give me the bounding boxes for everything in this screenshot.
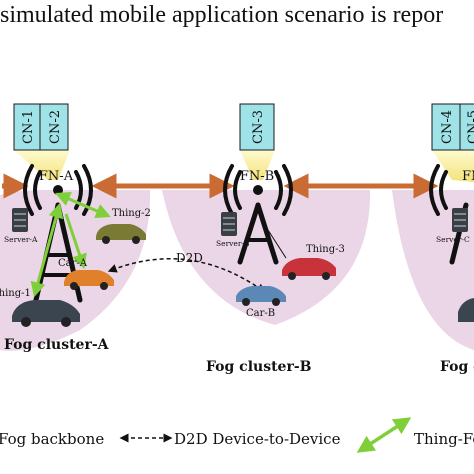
d2d-link: [107, 258, 266, 293]
thing-fog-link-car-a: [64, 213, 87, 270]
thing-1-label: Thing-1: [0, 288, 31, 299]
fog-node-b-label: FN-B: [240, 169, 274, 184]
legend-backbone-label: Fog backbone: [0, 430, 104, 448]
beam-cluster-a: [14, 150, 70, 180]
cloud-node-cn4: CN-4: [431, 103, 461, 151]
thing-fog-link-thing2: [55, 192, 111, 218]
fog-node-b-antenna: [253, 185, 263, 195]
caption-top-text: simulated mobile application scenario is…: [0, 2, 444, 28]
cloud-node-cn1: CN-1: [13, 103, 41, 151]
thing-2-car-icon: [96, 224, 146, 244]
cluster-b-caption: Fog cluster-B: [206, 359, 312, 375]
legend-d2d-label: D2D Device-to-Device: [174, 430, 341, 448]
car-b-label: Car-B: [246, 308, 275, 319]
server-b-label: Server-B: [216, 239, 250, 248]
thing-1-car-icon: [12, 300, 80, 327]
thing-fog-link-thing1: [30, 202, 64, 298]
legend-thing-fog-arrow: [356, 417, 412, 453]
car-b-icon: [236, 286, 286, 306]
cloud-node-cn4-label: CN-4: [440, 110, 455, 144]
cloud-node-cn1-label: CN-1: [21, 110, 36, 144]
cloud-node-cn2-label: CN-2: [48, 110, 63, 144]
fog-node-a-antenna: [53, 185, 63, 195]
beam-cluster-c: [432, 150, 474, 182]
cloud-node-cn5-label: CN-5: [466, 110, 474, 144]
car-a-label: Car-A: [58, 258, 88, 269]
server-b-icon: [221, 212, 237, 236]
server-c-icon: [452, 208, 468, 232]
fog-node-b-tower: [223, 164, 293, 265]
beam-cluster-b: [240, 150, 275, 180]
cloud-node-cn2: CN-2: [39, 103, 69, 151]
legend: Fog backbone D2D Device-to-Device Thing-…: [0, 417, 474, 453]
cluster-c-car-icon: [458, 298, 474, 322]
car-a-icon: [64, 270, 114, 290]
fog-node-a-label: FN-A: [39, 169, 74, 184]
d2d-label: D2D: [176, 251, 203, 265]
thing-3-car-icon: [282, 258, 336, 280]
cloud-node-cn3-label: CN-3: [251, 110, 266, 144]
thing-3-label: Thing-3: [306, 244, 345, 255]
thing-3-tether: [267, 229, 287, 259]
fog-node-c-label: FN-C: [462, 169, 474, 184]
cluster-a-caption: Fog cluster-A: [4, 337, 110, 353]
cloud-node-cn5: CN-5: [459, 103, 474, 151]
cluster-c-caption: Fog c: [440, 359, 474, 375]
cloud-node-cn3: CN-3: [239, 103, 275, 151]
thing-2-label: Thing-2: [112, 208, 151, 219]
legend-thing-fog-label: Thing-Fog: [414, 430, 474, 448]
server-c-label: Server-C: [436, 235, 470, 244]
server-a-label: Server-A: [4, 235, 38, 244]
server-a-icon: [12, 208, 28, 232]
